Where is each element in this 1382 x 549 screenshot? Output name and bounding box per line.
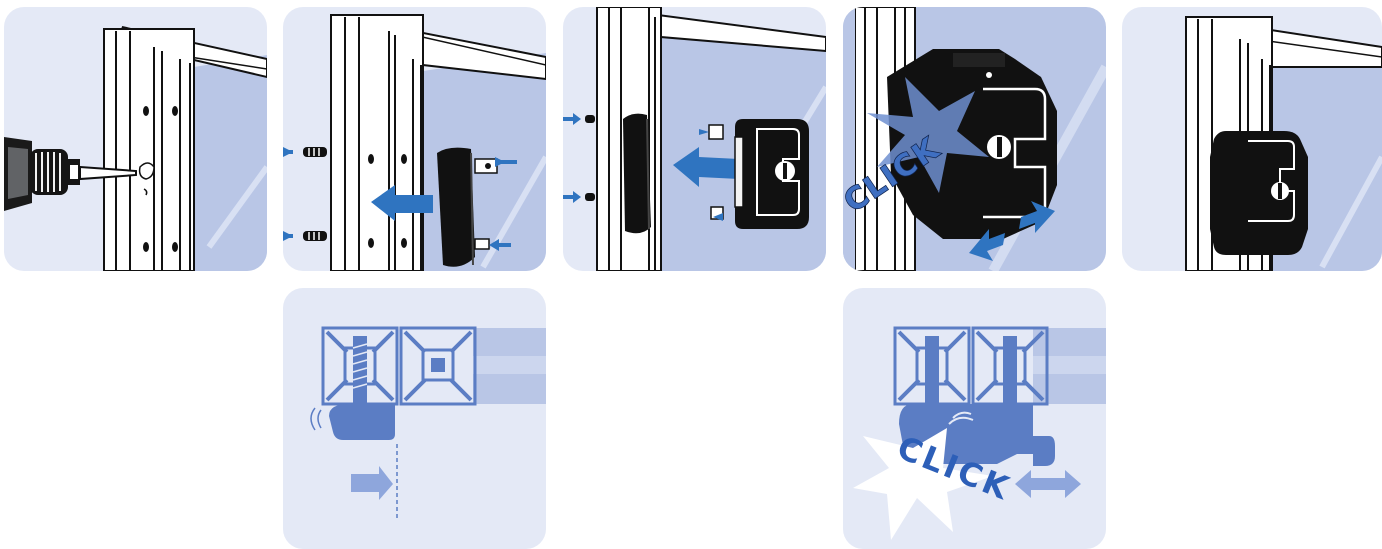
detail-cross-section-click-panel: CLICK bbox=[843, 288, 1106, 549]
step-2-panel bbox=[283, 7, 546, 271]
detail-cross-section-panel bbox=[283, 288, 546, 549]
step-4-panel: CLICK bbox=[843, 7, 1106, 271]
step-3-panel bbox=[563, 7, 826, 271]
step-1-panel bbox=[4, 7, 267, 271]
step-5-panel bbox=[1122, 7, 1382, 271]
screwdriver-icon bbox=[4, 7, 267, 271]
profile-cross-section-icon bbox=[283, 288, 546, 549]
installed-lock-icon bbox=[1122, 7, 1382, 271]
attach-latch-icon bbox=[563, 7, 826, 271]
profile-cross-section-click-icon: CLICK bbox=[843, 288, 1106, 549]
click-connect-icon: CLICK bbox=[843, 7, 1106, 271]
mounting-screws-icon bbox=[283, 7, 546, 271]
